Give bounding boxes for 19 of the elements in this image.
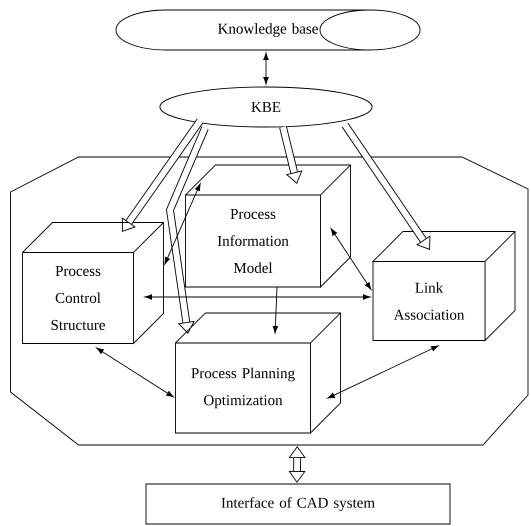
cylinder: Knowledge base (116, 10, 420, 50)
arrow (263, 52, 269, 84)
cube: Process Planning Optimization (175, 312, 341, 434)
block-arrow (122, 118, 204, 232)
block-arrow (279, 126, 302, 184)
process-box: Interface of CAD system (146, 484, 450, 524)
node-label: Knowledge base (218, 23, 318, 37)
arrow (164, 183, 201, 265)
octagon-frame (10, 156, 528, 446)
block-arrow (166, 126, 209, 334)
arrow (96, 348, 174, 398)
arrow (330, 228, 372, 290)
arrow (144, 294, 370, 300)
block-arrow (342, 122, 430, 250)
cube: Process Information Model (185, 164, 351, 288)
arrow (327, 345, 439, 399)
cube: Link Association (372, 231, 516, 342)
cube: Process Control Structure (22, 222, 164, 345)
arrow (272, 286, 278, 334)
